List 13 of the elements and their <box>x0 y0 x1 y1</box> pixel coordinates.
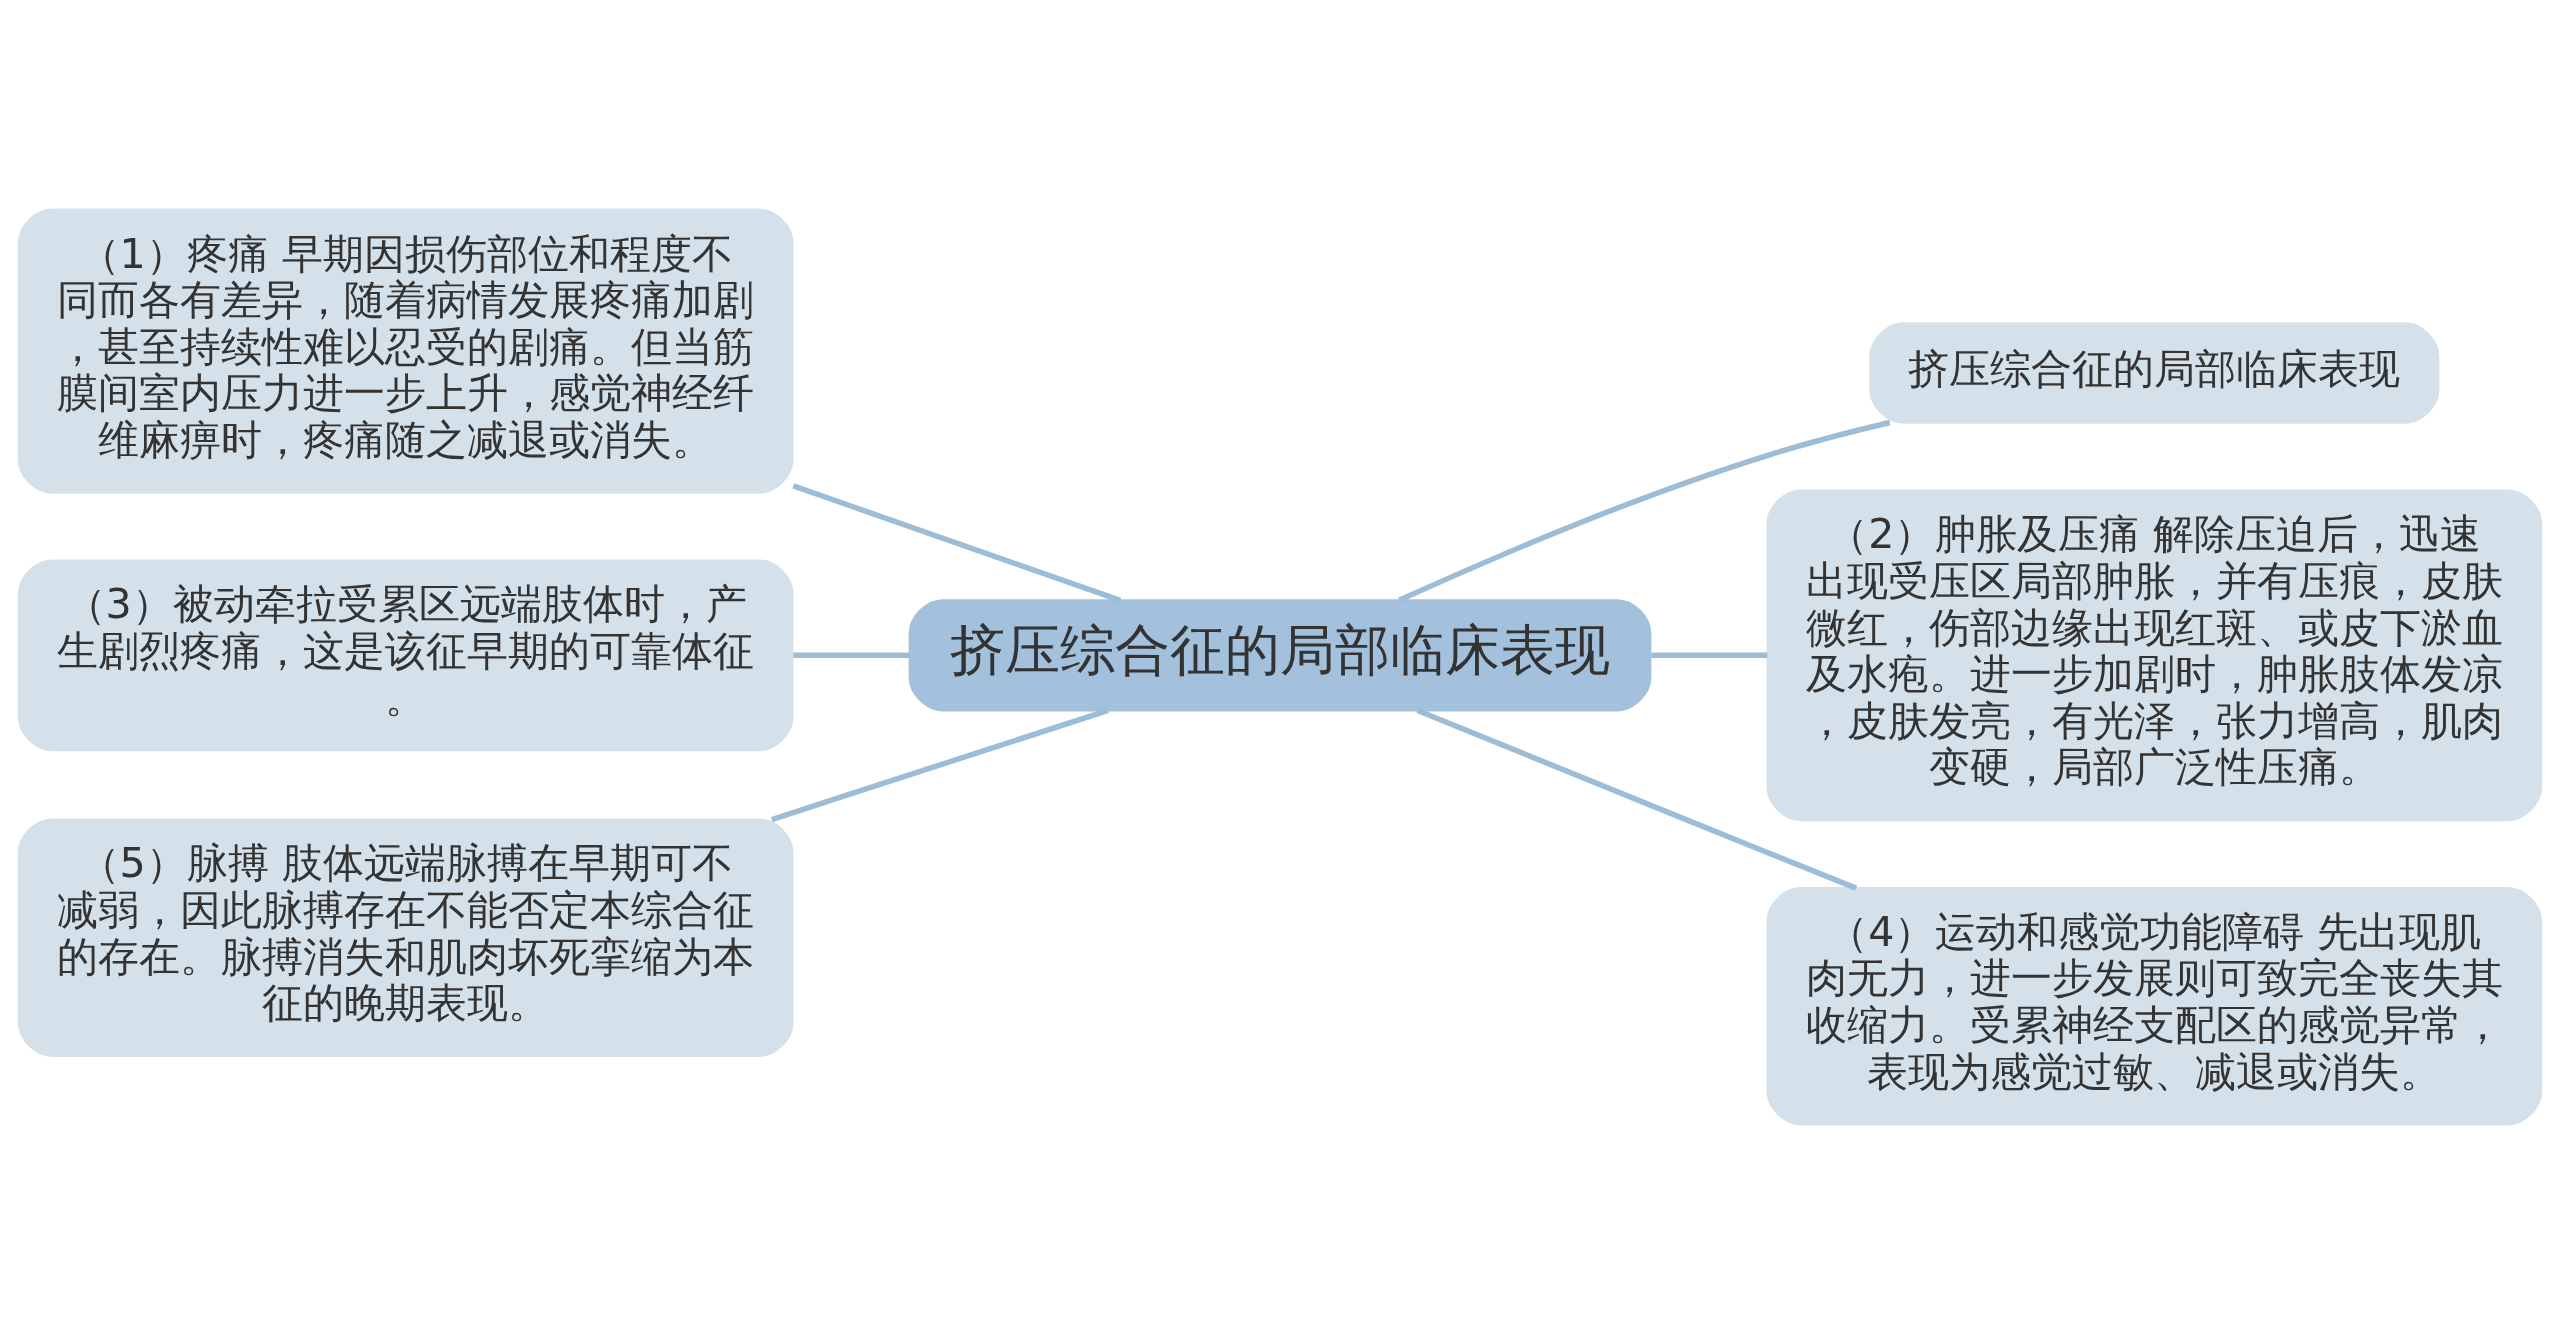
node-box: （3）被动牵拉受累区远端肢体时，产生剧烈疼痛，这是该征早期的可靠体征。 <box>17 558 794 751</box>
connector <box>1398 419 1891 603</box>
connector <box>793 652 910 658</box>
node-box: （4）运动和感觉功能障碍 先出现肌肉无力，进一步发展则可致完全丧失其收缩力。受累神经支配区的感觉异常，表现为感觉过敏、减退或消失。 <box>1766 886 2543 1125</box>
node-box: （5）脉搏 肢体远端脉搏在早期可不减弱，因此脉搏存在不能否定本综合征的存在。脉搏消失和肌肉坏死挛缩为本征的晚期表现。 <box>17 817 794 1057</box>
node-box: （1）疼痛 早期因损伤部位和程度不同而各有差异，随着病情发展疼痛加剧，甚至持续性难以忍受的剧痛。但当筋膜间室内压力进一步上升，感觉神经纤维麻痹时，疼痛随之减退或消失。 <box>17 208 794 494</box>
connector <box>1651 652 1768 658</box>
connector <box>1416 707 1858 891</box>
node-box: 挤压综合征的局部临床表现 <box>1869 321 2440 424</box>
connector <box>792 482 1122 603</box>
connector <box>771 707 1109 822</box>
node-box: （2）肿胀及压痛 解除压迫后，迅速出现受压区局部肿胀，并有压痕，皮肤微红，伤部边缘出现红斑、或皮下淤血及水疱。进一步加剧时，肿胀肢体发凉，皮肤发亮，有光泽，张力增高，肌肉变硬，局部广泛性压痛。 <box>1766 489 2543 821</box>
node-box: 挤压综合征的局部临床表现 <box>908 598 1652 712</box>
